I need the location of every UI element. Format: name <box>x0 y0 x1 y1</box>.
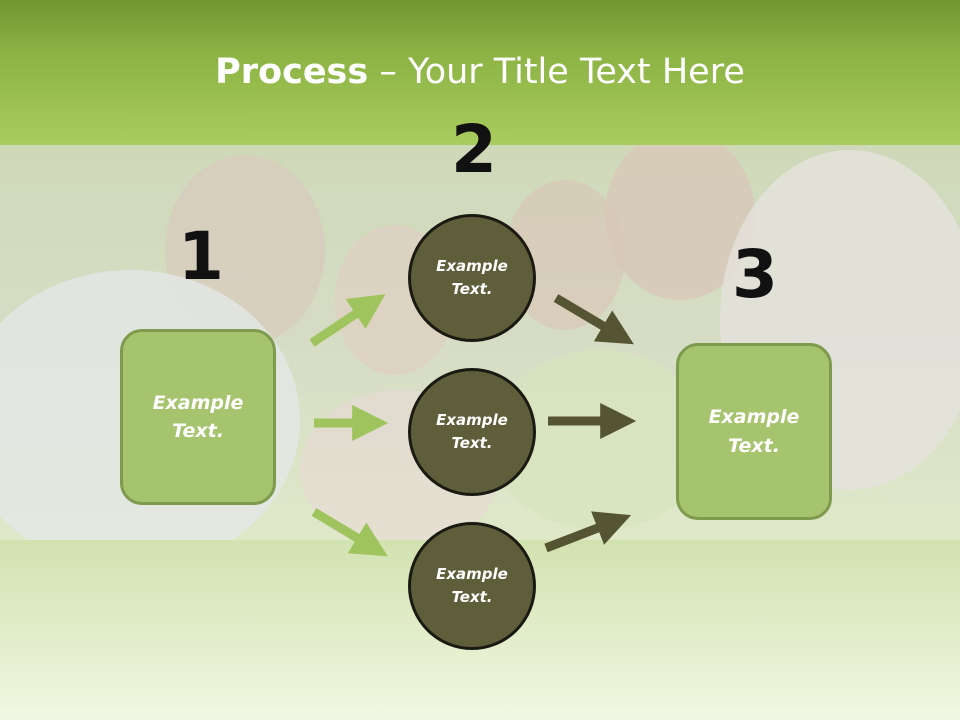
right-process-box: Example Text. <box>676 343 832 520</box>
circle-middle-line2: Text. <box>451 434 493 452</box>
title-bold: Process <box>215 52 369 92</box>
title-bar: Process – Your Title Text Here <box>0 0 960 145</box>
step-number-2: 2 <box>451 111 497 188</box>
process-circle-middle: Example Text. <box>408 368 536 496</box>
circle-bottom-line1: Example <box>436 564 508 583</box>
slide-title: Process – Your Title Text Here <box>0 52 960 92</box>
process-circle-top: Example Text. <box>408 214 536 342</box>
right-box-line1: Example <box>708 406 800 428</box>
circle-top-line2: Text. <box>451 280 493 298</box>
circle-middle-line1: Example <box>436 410 508 429</box>
circle-top-line1: Example <box>436 256 508 275</box>
step-number-3: 3 <box>732 236 778 313</box>
left-box-line1: Example <box>152 391 244 414</box>
title-rest: – Your Title Text Here <box>368 52 745 92</box>
process-circle-bottom: Example Text. <box>408 522 536 650</box>
left-box-line2: Text. <box>172 420 224 442</box>
right-box-line2: Text. <box>728 434 780 457</box>
step-number-1: 1 <box>178 218 224 295</box>
left-process-box: Example Text. <box>120 329 276 505</box>
circle-bottom-line2: Text. <box>451 588 493 606</box>
